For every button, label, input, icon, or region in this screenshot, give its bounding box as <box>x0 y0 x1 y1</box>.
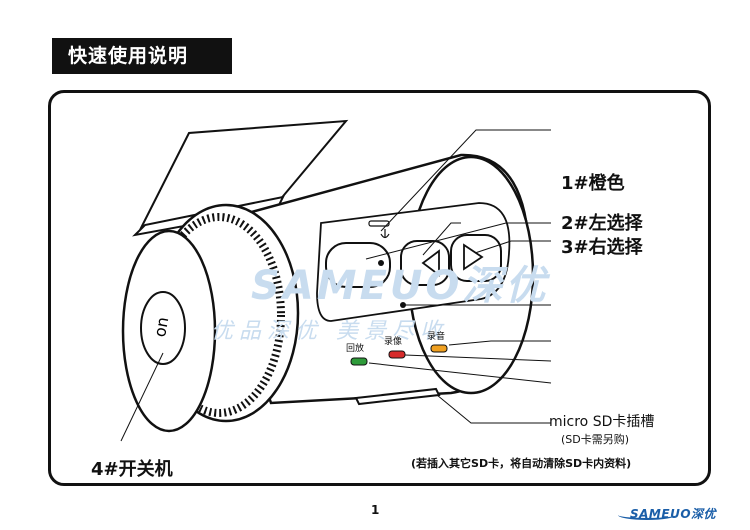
leader-line <box>380 129 551 232</box>
sd-slot-subtitle: (SD卡需另购) <box>561 433 630 446</box>
record-video-led <box>388 350 406 359</box>
right-arrow-icon <box>463 243 484 271</box>
left-arrow-icon <box>421 249 440 277</box>
playback-led <box>350 357 368 366</box>
page-number: 1 <box>371 503 380 517</box>
record-audio-led-label: 录音 <box>427 332 446 342</box>
callout-power: 4#开关机 <box>91 459 173 480</box>
callout-right-select: 3#右选择 <box>561 237 643 258</box>
power-button <box>140 291 186 365</box>
footer-logo: SAMEUO深优 <box>630 507 717 521</box>
indicator-hole <box>378 260 384 266</box>
sd-slot <box>354 387 441 406</box>
watermark-brand: SAMEUO深优 <box>251 263 549 309</box>
watermark-slogan: 优品深优 美景尽收 <box>211 319 448 344</box>
ok-button <box>325 242 391 288</box>
sd-slot-title: micro SD卡插槽 <box>549 414 655 430</box>
callout-left-select: 2#左选择 <box>561 213 643 234</box>
playback-led-label: 回放 <box>346 344 365 354</box>
record-video-led-label: 录像 <box>384 337 403 347</box>
logo-swoosh-icon <box>618 510 676 520</box>
callout-orange: 1#橙色 <box>561 173 625 194</box>
mic-icon <box>380 229 390 239</box>
svg-text:on: on <box>150 316 172 339</box>
record-audio-led <box>430 344 448 353</box>
sd-slot-note: (若插入其它SD卡，将自动清除SD卡内资料) <box>411 457 632 470</box>
page-title: 快速使用说明 <box>52 38 232 74</box>
dashcam-illustration: on <box>120 119 552 442</box>
mic-grille-icon <box>368 220 390 227</box>
diagram-panel: on SAMEUO深优 优品深优 美景尽收 回放 录像 录音 1#橙色 2#左选 <box>48 90 711 486</box>
